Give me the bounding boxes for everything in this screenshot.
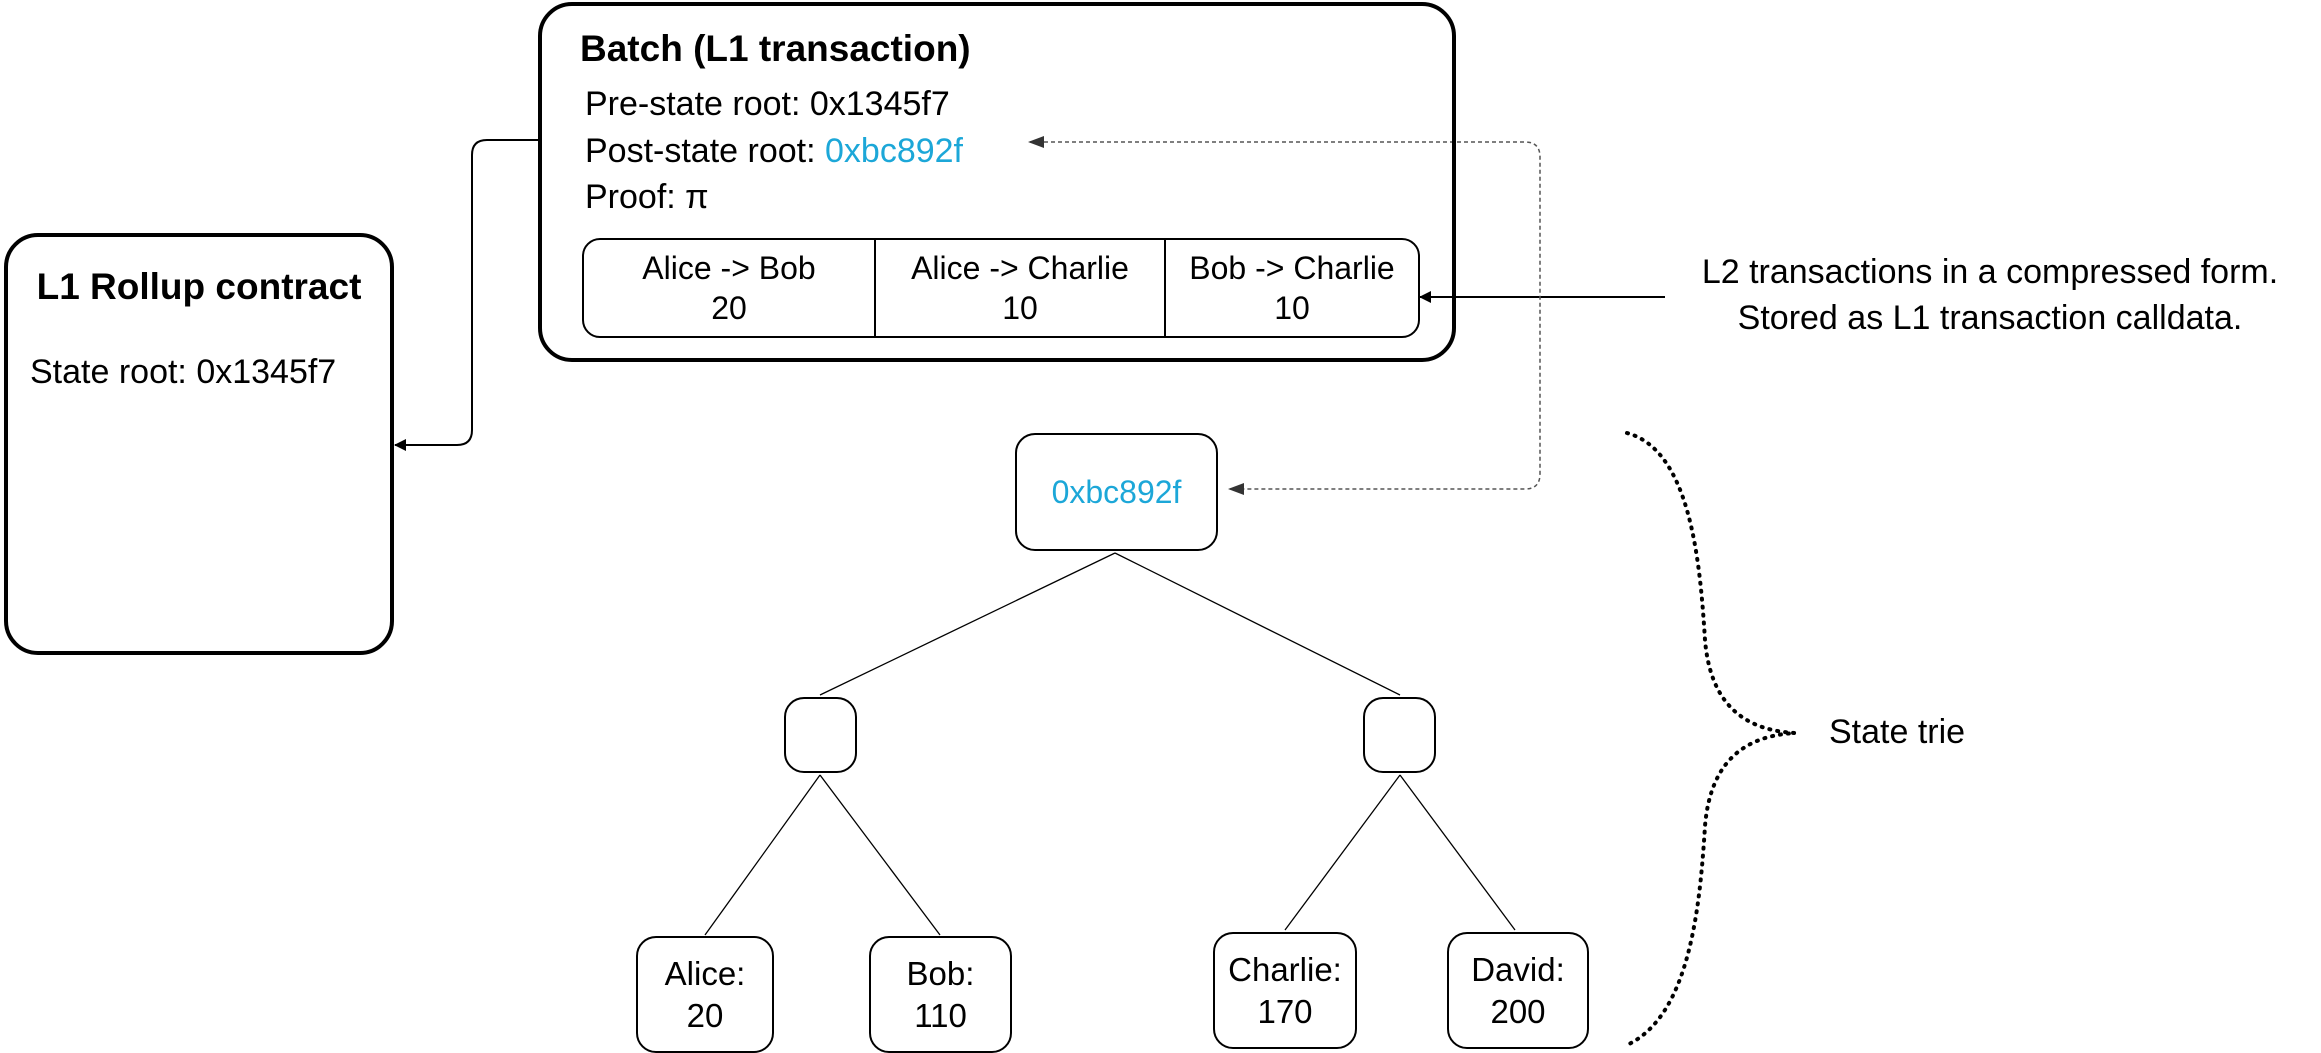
trie-root-hash: 0xbc892f: [1051, 474, 1182, 510]
root-link-arrowhead-top: [1028, 136, 1044, 148]
leaf-name: Charlie:: [1228, 951, 1342, 989]
l2-note-line-1: L2 transactions in a compressed form.: [1701, 253, 2279, 291]
l2-transactions-note: L2 transactions in a compressed form. St…: [1670, 250, 2310, 342]
trie-edge-root-right: [1114, 552, 1401, 696]
proof-label: Proof: π: [585, 178, 709, 216]
state-trie-label: State trie: [1829, 713, 1966, 751]
trie-branch-node-left: [784, 697, 857, 773]
transactions-row: Alice -> Bob 20 Alice -> Charlie 10 Bob …: [582, 238, 1420, 338]
transaction-amount: 20: [711, 290, 747, 326]
rollup-contract-box: L1 Rollup contract State root: 0x1345f7: [4, 233, 394, 655]
pre-state-root: Pre-state root: 0x1345f7: [585, 85, 950, 123]
trie-edge-root-left: [819, 552, 1116, 696]
leaf-balance: 170: [1257, 992, 1313, 1030]
root-link-dashed: [1030, 141, 1541, 490]
transaction-cell: Bob -> Charlie 10: [1166, 240, 1418, 336]
transaction-route: Alice -> Charlie: [911, 250, 1129, 286]
post-state-root-label: Post-state root:: [585, 132, 825, 170]
batch-title: Batch (L1 transaction): [580, 28, 971, 69]
trie-leaf-alice: Alice: 20: [636, 936, 774, 1053]
trie-edge-right-david: [1399, 774, 1516, 931]
transaction-cell: Alice -> Charlie 10: [876, 240, 1166, 336]
trie-edge-right-charlie: [1284, 774, 1401, 931]
trie-branch-node-right: [1363, 697, 1436, 773]
rollup-contract-title: L1 Rollup contract: [36, 266, 362, 307]
root-link-arrowhead-bottom: [1228, 483, 1244, 495]
transaction-route: Bob -> Charlie: [1189, 250, 1395, 286]
l2-note-line-2: Stored as L1 transaction calldata.: [1737, 298, 2243, 337]
transaction-route: Alice -> Bob: [642, 250, 816, 286]
batch-to-contract-arrow: [394, 139, 538, 451]
leaf-name: Bob:: [906, 955, 975, 993]
transaction-amount: 10: [1002, 290, 1038, 326]
post-state-root-value: 0xbc892f: [825, 132, 963, 170]
rollup-contract-state-root: State root: 0x1345f7: [30, 353, 337, 391]
leaf-balance: 200: [1490, 992, 1546, 1030]
trie-edge-left-bob: [819, 774, 941, 936]
trie-leaf-charlie: Charlie: 170: [1213, 932, 1357, 1049]
post-state-root: Post-state root: 0xbc892f: [585, 132, 963, 171]
state-trie-brace: [1625, 431, 1796, 1047]
trie-leaf-bob: Bob: 110: [869, 936, 1012, 1053]
batch-box: Batch (L1 transaction) Pre-state root: 0…: [538, 2, 1456, 362]
transaction-amount: 10: [1274, 290, 1310, 326]
leaf-balance: 110: [914, 996, 967, 1034]
trie-leaf-david: David: 200: [1447, 932, 1589, 1049]
transaction-cell: Alice -> Bob 20: [584, 240, 876, 336]
leaf-name: David:: [1471, 951, 1565, 989]
trie-root-node: 0xbc892f: [1015, 433, 1218, 551]
leaf-name: Alice:: [664, 955, 746, 993]
leaf-balance: 20: [686, 996, 724, 1034]
trie-edge-left-alice: [704, 774, 821, 936]
